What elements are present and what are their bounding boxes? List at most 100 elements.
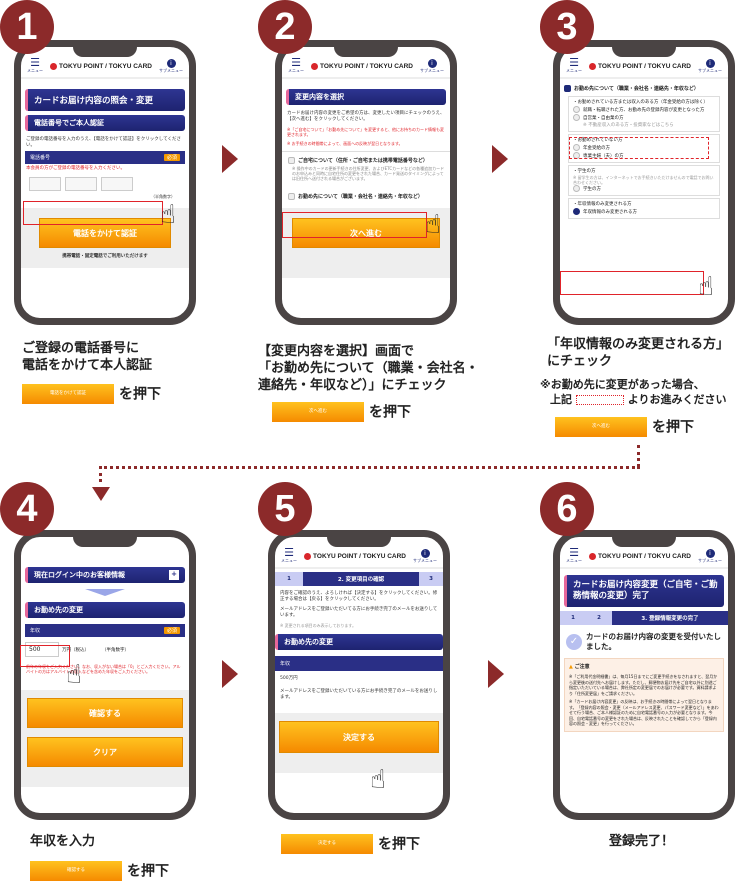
- description: 内容をご確認のうえ、よろしければ【決定する】をクリックしてください。修正する場合…: [280, 591, 438, 602]
- logo: TOKYU POINT / TOKYU CARD: [304, 552, 406, 560]
- step-2-caption: 【変更内容を選択】画面で「お勤め先について（職業・会社名・連絡先・年収など）」に…: [258, 343, 479, 394]
- note-line: ※お勤め先に変更があった場合、: [540, 378, 705, 391]
- checkbox-checked[interactable]: [564, 85, 571, 92]
- info-icon: i: [166, 58, 176, 68]
- check-circle-icon: ✓: [566, 634, 582, 650]
- field-note: 本会員の方がご登録の電話番号を入力ください。: [26, 166, 125, 171]
- note: ※ お手続きの時間帯によって、画面への反映が翌日となります。: [287, 141, 403, 146]
- group-employed: ・お勤めされている方または収入のある方（年金受給の方は除く） 就職・転職された方…: [568, 96, 720, 132]
- caution-box: ▲ ご注意 ※「ご利用代金明細書」は、毎月15日までにご変更手続きをなされますと…: [564, 658, 724, 732]
- hamburger-icon: ☰: [569, 546, 579, 559]
- field-label: 年収: [30, 628, 41, 634]
- radio[interactable]: [573, 114, 580, 121]
- option-work-checked[interactable]: お勤め先について（職業・会社名・連絡先・年収など）: [560, 79, 728, 94]
- progress-steps: 1 2. 変更項目の確認 3: [275, 572, 443, 586]
- logo-icon: [304, 552, 312, 560]
- logo: TOKYU POINT / TOKYU CARD: [50, 62, 152, 70]
- step-1-instruction: 電話をかけて認証を押下: [22, 383, 161, 404]
- menu-button[interactable]: ☰メニュー: [288, 57, 304, 74]
- menu-label: メニュー: [566, 68, 582, 73]
- logo-text: TOKYU POINT / TOKYU CARD: [598, 62, 691, 70]
- checkbox[interactable]: [288, 157, 295, 164]
- expand-plus-icon[interactable]: +: [169, 570, 179, 580]
- menu-label: メニュー: [281, 558, 297, 563]
- phone-inputs: [21, 174, 189, 194]
- step-4-instruction: 確認するを押下: [30, 860, 169, 881]
- logo-icon: [311, 62, 319, 70]
- step-1-caption: ご登録の電話番号に電話をかけて本人認証: [22, 340, 152, 374]
- group-note: ※ 不動産収入のある方・投資家などはこちら: [583, 123, 674, 128]
- pointer-hand-icon: ☝: [66, 660, 82, 690]
- phone-input-1[interactable]: [29, 177, 61, 191]
- radio-option[interactable]: 年収情報のみ変更される方: [573, 208, 715, 216]
- option-work[interactable]: お勤め先について（職業・会社名・連絡先・年収など）: [282, 183, 450, 208]
- menu-button[interactable]: ☰メニュー: [566, 546, 582, 564]
- income-input[interactable]: 500: [25, 642, 59, 657]
- option-home[interactable]: ご自宅について（住所・ご自宅または携帯電話番号など）: [282, 151, 450, 164]
- push-label: を押下: [127, 863, 169, 880]
- group-label: ・学生の方: [573, 169, 596, 174]
- step-indicator: 2: [586, 611, 612, 625]
- completion-message: ✓ カードのお届け内容の変更を受付いたしました。: [560, 628, 728, 656]
- field-label: 電話番号: [30, 155, 51, 161]
- confirm-button[interactable]: 確認する: [27, 698, 183, 728]
- menu-button[interactable]: ☰メニュー: [27, 57, 43, 74]
- next-button[interactable]: 次へ進む: [292, 218, 440, 248]
- step-indicator-active: 3. 登録情報変更の完了: [612, 611, 728, 625]
- description: メールアドレスをご登録いただいている方にお手続き完了のメールをお送りします。: [280, 689, 438, 700]
- phone-input-3[interactable]: [101, 177, 133, 191]
- hint: （半角数字）: [102, 647, 129, 653]
- submenu-label: サブメニュー: [413, 557, 437, 563]
- step-number-6: 6: [540, 482, 594, 536]
- section-title: 変更内容を選択: [286, 89, 446, 105]
- progress-steps: 1 2 3. 登録情報変更の完了: [560, 611, 728, 625]
- radio-selected[interactable]: [573, 208, 580, 215]
- section-title: お勤め先の変更: [275, 634, 443, 650]
- call-verify-button[interactable]: 電話をかけて認証: [39, 218, 171, 248]
- checkbox[interactable]: [288, 193, 295, 200]
- highlight-box: [23, 201, 163, 225]
- step-5-instruction: 決定するを押下: [281, 833, 420, 854]
- logo-text: TOKYU POINT / TOKYU CARD: [313, 552, 406, 560]
- caption-line: 「お勤め先について（職業・会社名・: [258, 361, 479, 376]
- note-line: よりお進みください: [627, 393, 727, 406]
- info-icon: i: [420, 548, 430, 558]
- login-info-bar[interactable]: 現在ログイン中のお客様情報+: [25, 567, 185, 583]
- radio-option[interactable]: 自営業・自由業の方: [573, 114, 715, 122]
- radio[interactable]: [573, 144, 580, 151]
- clear-button[interactable]: クリア: [27, 737, 183, 767]
- radio-option[interactable]: 年金受給の方: [573, 144, 715, 152]
- note-line: 上記: [550, 393, 572, 406]
- group-label: ・年収情報のみ変更される方: [573, 202, 632, 207]
- submenu-label: サブメニュー: [698, 557, 722, 563]
- button-area: 決定する: [275, 713, 443, 773]
- decide-button[interactable]: 決定する: [279, 721, 439, 753]
- phone-notch: [612, 537, 676, 547]
- radio-option[interactable]: 学生の方: [573, 185, 715, 193]
- note: ※「ご自宅について」「お勤め先について」を変更すると、他にお持ちのカード情報も変…: [287, 127, 444, 137]
- menu-button[interactable]: ☰メニュー: [566, 57, 582, 74]
- menu-label: メニュー: [566, 558, 582, 563]
- radio-label: 年収情報のみ変更される方: [583, 210, 637, 215]
- radio[interactable]: [573, 106, 580, 113]
- required-badge: 必須: [163, 154, 180, 161]
- radio-option[interactable]: 就職・転職された方、お勤め先の登録内容が変更となった方: [573, 106, 715, 114]
- highlight-box: [20, 645, 70, 667]
- phone-input-2[interactable]: [65, 177, 97, 191]
- menu-button[interactable]: ☰メニュー: [281, 547, 297, 564]
- radio[interactable]: [573, 185, 580, 192]
- option-label: お勤め先について（職業・会社名・連絡先・年収など）: [574, 86, 699, 92]
- phone-notch: [73, 47, 137, 57]
- field-header: 電話番号 必須: [25, 151, 185, 164]
- highlight-box: [560, 271, 704, 295]
- caution-label: ご注意: [574, 664, 590, 670]
- group-income-only: ・年収情報のみ変更される方 年収情報のみ変更される方: [568, 198, 720, 219]
